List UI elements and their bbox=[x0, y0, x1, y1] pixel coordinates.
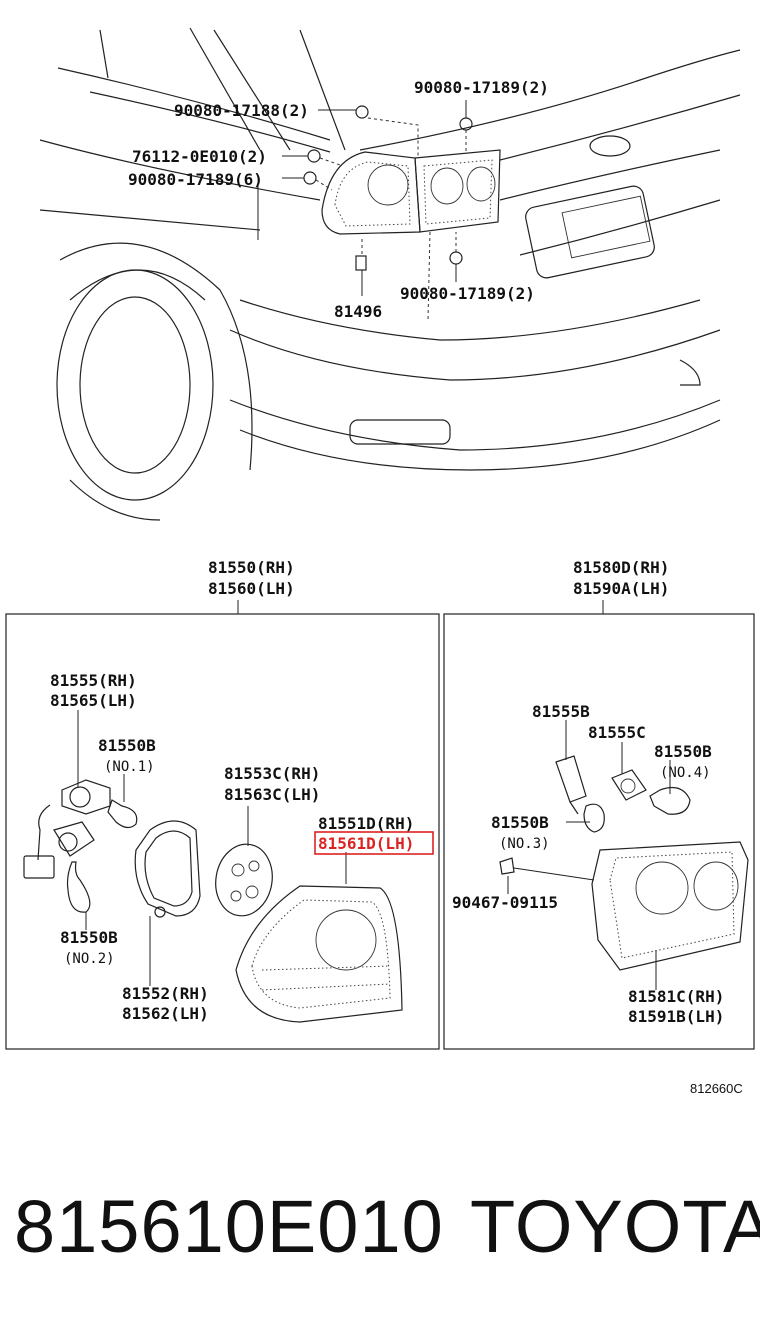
right-assembly-rh: 81580D(RH) bbox=[573, 558, 669, 577]
footer-part-number: 815610E010 bbox=[14, 1185, 444, 1268]
bulb-no2-number: 81550B bbox=[60, 928, 118, 947]
footer-brand: TOYOTA bbox=[470, 1185, 760, 1268]
lens-81581c-rh: 81581C(RH) bbox=[628, 987, 724, 1006]
left-assembly-box bbox=[5, 613, 440, 1050]
screw-90467-09115: 90467-09115 bbox=[452, 893, 558, 912]
gasket-81552-rh: 81552(RH) bbox=[122, 984, 209, 1003]
right-assembly-parts bbox=[499, 755, 749, 971]
callout-90080-17189-six: 90080-17189(6) bbox=[128, 170, 263, 189]
left-leaders bbox=[77, 710, 347, 986]
right-assembly-box bbox=[443, 613, 755, 1050]
left-assembly-lh: 81560(LH) bbox=[208, 579, 295, 598]
callout-90080-17189-bottom: 90080-17189(2) bbox=[400, 284, 535, 303]
socket-81555c: 81555C bbox=[588, 723, 646, 742]
left-assembly-rh: 81550(RH) bbox=[208, 558, 295, 577]
plate-81553c-rh: 81553C(RH) bbox=[224, 764, 320, 783]
bulb-no2-note: (NO.2) bbox=[64, 951, 115, 967]
callout-90080-17188: 90080-17188(2) bbox=[174, 101, 309, 120]
callout-76112-0E010: 76112-0E010(2) bbox=[132, 147, 267, 166]
bulb-no3-number: 81550B bbox=[491, 813, 549, 832]
lens-81591b-lh: 81591B(LH) bbox=[628, 1007, 724, 1026]
socket-81565-lh: 81565(LH) bbox=[50, 691, 137, 710]
figure-code: 812660C bbox=[690, 1081, 743, 1096]
top-leaders bbox=[257, 100, 467, 296]
bulb-no4-number: 81550B bbox=[654, 742, 712, 761]
plate-81563c-lh: 81563C(LH) bbox=[224, 785, 320, 804]
bulb-no1-number: 81550B bbox=[98, 736, 156, 755]
bulb-no3-note: (NO.3) bbox=[499, 836, 550, 852]
lens-81551d-rh: 81551D(RH) bbox=[318, 814, 414, 833]
highlight-box bbox=[314, 831, 434, 855]
right-leaders bbox=[507, 720, 671, 990]
lens-81561d-lh: 81561D(LH) bbox=[318, 834, 414, 853]
gasket-81562-lh: 81562(LH) bbox=[122, 1004, 209, 1023]
socket-81555b: 81555B bbox=[532, 702, 590, 721]
callout-81496: 81496 bbox=[334, 302, 382, 321]
vehicle-rear-illustration bbox=[39, 27, 741, 521]
bulb-no4-note: (NO.4) bbox=[660, 765, 711, 781]
callout-90080-17189-top: 90080-17189(2) bbox=[414, 78, 549, 97]
right-assembly-lh: 81590A(LH) bbox=[573, 579, 669, 598]
socket-81555-rh: 81555(RH) bbox=[50, 671, 137, 690]
bulb-no1-note: (NO.1) bbox=[104, 759, 155, 775]
